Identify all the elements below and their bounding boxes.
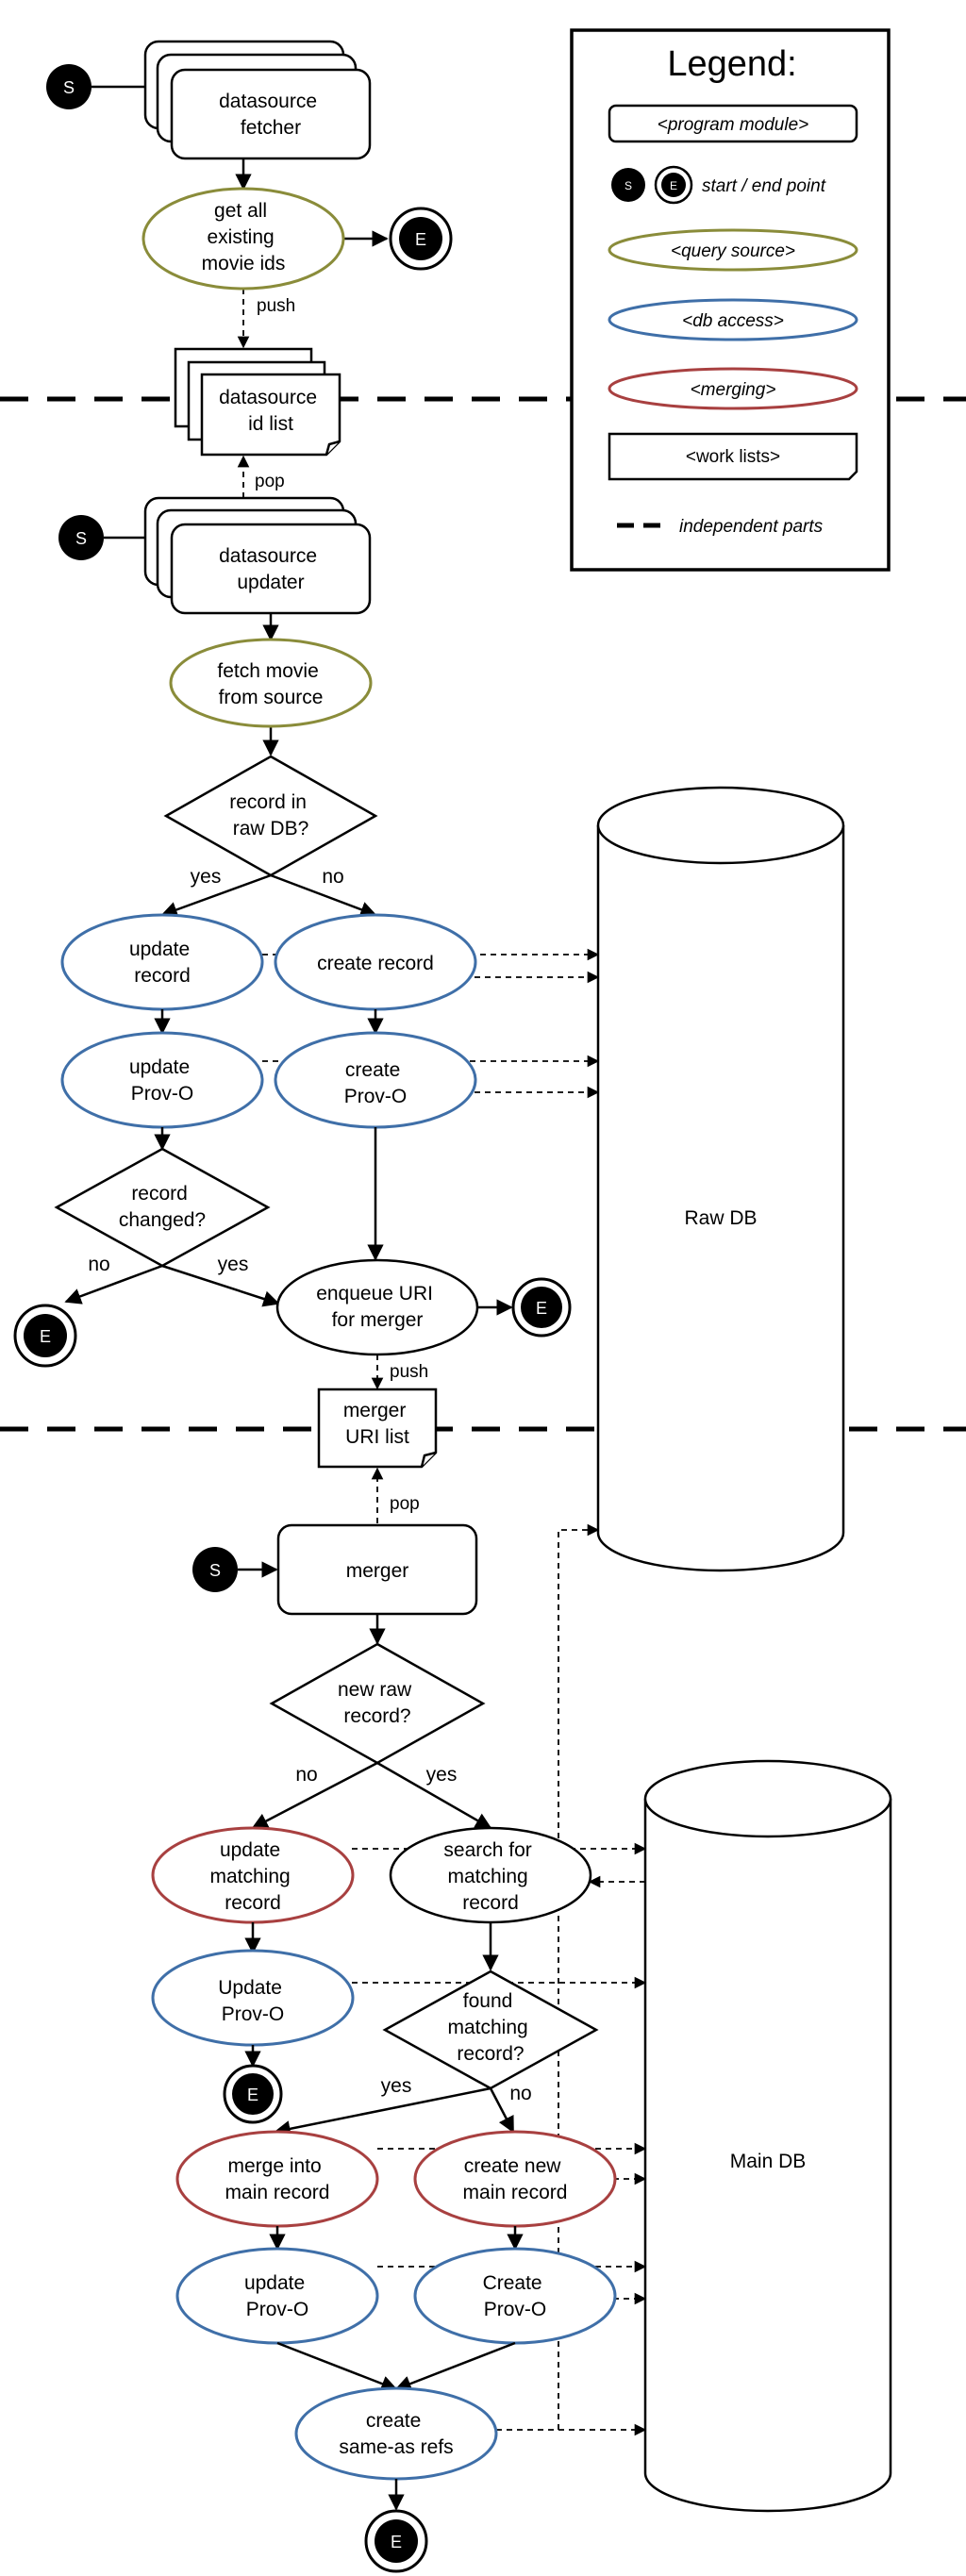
start-point-3: S — [192, 1547, 238, 1592]
svg-text:datasource fetcher: datasource fetcher — [219, 91, 323, 139]
legend-start-end-label: start / end point — [702, 176, 826, 196]
svg-text:merge into main record: merge into main record — [225, 2155, 330, 2203]
svg-text:record changed?: record changed? — [119, 1183, 206, 1231]
legend-db-access-swatch — [608, 298, 858, 341]
main-db-cylinder: Main DB — [643, 1759, 892, 2513]
svg-text:Create Prov-O: Create Prov-O — [483, 2272, 548, 2320]
svg-text:E: E — [247, 2086, 258, 2104]
legend-title: Legend: — [667, 44, 796, 84]
legend-program-module-swatch — [608, 104, 858, 143]
datasource-fetcher-module: datasource fetcher — [143, 40, 372, 160]
legend-start-end-swatch: S E — [611, 165, 693, 205]
create-prov-o-3-db-access: Create Prov-O — [413, 2247, 617, 2345]
update-prov-o-2-db-access: Update Prov-O — [151, 1949, 355, 2047]
pop-label-2: pop — [390, 1494, 420, 1514]
record-changed-decision: record changed? — [54, 1147, 271, 1268]
end-point-2: E — [13, 1304, 77, 1368]
svg-text:S: S — [63, 78, 75, 97]
yes-label-2: yes — [218, 1254, 249, 1275]
legend: Legend: <program module> S E start / end… — [570, 28, 891, 572]
yes-label-4: yes — [381, 2075, 412, 2097]
create-record-db-access: create record — [274, 913, 477, 1011]
legend-merging-label: <merging> — [691, 380, 776, 400]
no-label-3: no — [295, 1764, 317, 1786]
create-same-as-refs-db-access: create same-as refs — [294, 2386, 498, 2481]
pop-label-1: pop — [255, 472, 285, 491]
yes-label-1: yes — [191, 866, 222, 888]
svg-text:datasource updater: datasource updater — [219, 545, 323, 593]
svg-text:E: E — [670, 179, 677, 192]
end-point-3: E — [511, 1277, 572, 1338]
legend-merging-swatch — [608, 367, 858, 410]
found-matching-record-decision: found matching record? — [382, 1969, 599, 2090]
update-prov-o-3-db-access: update Prov-O — [175, 2247, 379, 2345]
record-in-raw-db-decision: record in raw DB? — [163, 755, 378, 877]
svg-text:merger: merger — [346, 1560, 409, 1582]
end-point-4: E — [223, 2064, 283, 2124]
no-label-1: no — [322, 866, 343, 888]
new-raw-record-decision: new raw record? — [269, 1642, 486, 1765]
legend-db-access-label: <db access> — [682, 311, 784, 331]
svg-text:search for matching: search for matching record — [443, 1839, 537, 1914]
svg-text:create new main record: create new main record — [463, 2155, 568, 2203]
legend-query-source-swatch — [608, 228, 858, 272]
svg-text:create same-as refs: create same-as refs — [339, 2410, 453, 2458]
svg-text:create record: create record — [317, 953, 434, 974]
merge-into-main-record-merging: merge into main record — [175, 2130, 379, 2228]
svg-text:enqueue URI for merger: enqueue URI for merger — [316, 1283, 439, 1331]
svg-text:merger URI list: merger URI list — [343, 1400, 411, 1448]
update-prov-o-1-db-access: update Prov-O — [60, 1031, 264, 1129]
svg-text:E: E — [415, 230, 426, 249]
push-label-2: push — [390, 1362, 428, 1382]
svg-text:update record: update record — [129, 939, 195, 987]
svg-text:update Prov-O: update Prov-O — [129, 1056, 195, 1105]
search-matching-record-node: search for matching record — [389, 1826, 592, 1924]
create-prov-o-1-db-access: create Prov-O — [274, 1031, 477, 1129]
svg-text:new raw record?: new raw record? — [338, 1679, 417, 1727]
merger-module: merger — [276, 1523, 478, 1616]
legend-query-source-label: <query source> — [671, 241, 795, 261]
no-label-2: no — [88, 1254, 109, 1275]
svg-text:S: S — [209, 1561, 221, 1580]
svg-text:E: E — [536, 1299, 547, 1318]
legend-work-lists-swatch — [608, 432, 858, 481]
fetch-movie-query: fetch movie from source — [169, 638, 373, 728]
start-point-1: S — [46, 64, 92, 109]
raw-db-label: Raw DB — [684, 1207, 757, 1229]
enqueue-uri-node: enqueue URI for merger — [275, 1258, 479, 1356]
update-matching-record-merging: update matching record — [151, 1826, 355, 1924]
svg-text:fetch movie from source: fetch movie from source — [217, 660, 324, 708]
svg-text:update Prov-O: update Prov-O — [244, 2272, 310, 2320]
datasource-id-list-worklist: datasource id list — [174, 347, 341, 457]
legend-independent-parts-label: independent parts — [679, 517, 824, 537]
svg-text:E: E — [40, 1327, 51, 1346]
svg-text:Update Prov-O: Update Prov-O — [218, 1977, 288, 2025]
legend-work-lists-label: <work lists> — [686, 447, 780, 467]
svg-text:S: S — [75, 529, 87, 548]
svg-text:create Prov-O: create Prov-O — [344, 1059, 408, 1107]
svg-text:update matching re: update matching record — [209, 1839, 295, 1914]
svg-text:get all existing m: get all existing movie ids — [202, 200, 286, 274]
svg-text:record in raw DB?: record in raw DB? — [229, 791, 312, 839]
push-label-1: push — [257, 296, 295, 316]
svg-text:datasource id list: datasource id list — [219, 387, 323, 435]
end-point-5: E — [364, 2509, 428, 2573]
svg-text:S: S — [625, 179, 632, 192]
svg-text:found matching rec: found matching record? — [447, 1990, 533, 2065]
legend-program-module-label: <program module> — [658, 115, 809, 135]
end-point-1: E — [389, 207, 453, 271]
merger-uri-list-worklist: merger URI list — [317, 1388, 438, 1469]
svg-text:E: E — [391, 2533, 402, 2551]
create-new-main-record-merging: create new main record — [413, 2130, 617, 2228]
start-point-2: S — [58, 515, 104, 560]
main-db-label: Main DB — [730, 2151, 807, 2172]
datasource-updater-module: datasource updater — [143, 496, 372, 615]
get-all-movie-ids-query: get all existing movie ids — [142, 187, 345, 291]
raw-db-cylinder: Raw DB — [596, 786, 845, 1572]
no-label-4: no — [509, 2083, 531, 2104]
yes-label-3: yes — [426, 1764, 458, 1786]
update-record-db-access: update record — [60, 913, 264, 1011]
